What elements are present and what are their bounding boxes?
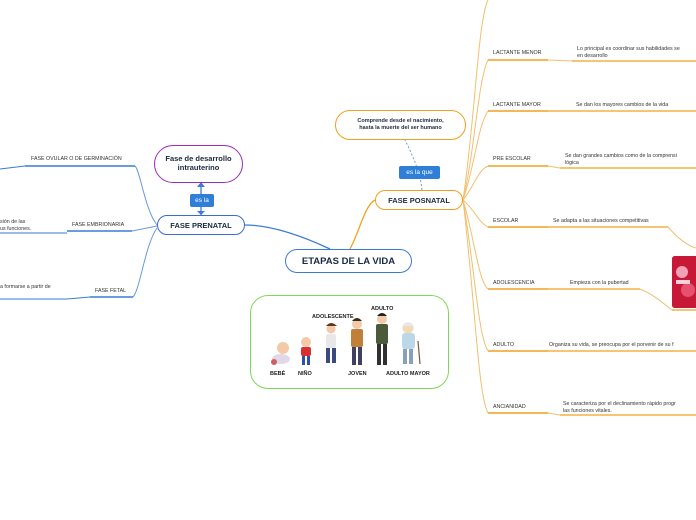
topic-fase-posnatal[interactable]: FASE POSNATAL — [375, 190, 463, 210]
desc-fase-embrionaria: sión de las us funciones. — [0, 219, 32, 232]
desc-lactante-mayor: Se dan los mayores cambios de la vida — [576, 102, 669, 108]
topic-fase-prenatal[interactable]: FASE PRENATAL — [157, 215, 245, 235]
subtopic-fase-fetal[interactable]: FASE FETAL — [95, 288, 127, 294]
adolescence-image[interactable] — [672, 256, 696, 308]
label-adulto: ADULTO — [371, 306, 394, 312]
subtopic-ancianidad[interactable]: ANCIANIDAD — [493, 404, 526, 410]
subtopic-pre-escolar[interactable]: PRE ESCOLAR — [493, 156, 531, 162]
subtopic-adolescencia[interactable]: ADOLESCENCIA — [493, 280, 535, 286]
label-adulto-mayor: ADULTO MAYOR — [386, 371, 430, 377]
subtopic-escolar[interactable]: ESCOLAR — [493, 218, 519, 224]
central-topic[interactable]: ETAPAS DE LA VIDA — [285, 249, 412, 273]
desc-ancianidad: Se caracteriza por el declinamiento rápi… — [563, 401, 676, 414]
desc-adulto: Organiza su vida, se preocupa por el por… — [549, 342, 674, 348]
desc-lactante-menor: Lo principal es coordinar sus habilidade… — [577, 46, 680, 59]
desc-adolescencia: Empieza con la pubertad — [570, 280, 629, 286]
desc-escolar: Se adapta a las situaciones competitivas — [553, 218, 649, 224]
label-nino: NIÑO — [298, 371, 312, 377]
topic-comprende-nacimiento[interactable]: Comprende desde el nacimiento, hasta la … — [335, 110, 466, 140]
label-bebe: BEBÉ — [270, 371, 286, 377]
topic-fase-desarrollo-intrauterino[interactable]: Fase de desarrollo intrauterino — [154, 145, 243, 183]
desc-fase-fetal: a formarse a partir de — [0, 284, 51, 290]
subtopic-lactante-menor[interactable]: LACTANTE MENOR — [493, 50, 542, 56]
subtopic-lactante-mayor[interactable]: LACTANTE MAYOR — [493, 102, 541, 108]
label-joven: JOVEN — [348, 371, 367, 377]
connector-label-es-la[interactable]: es la — [190, 194, 214, 207]
desc-pre-escolar: Se dan grandes cambios como de la compre… — [565, 153, 677, 166]
label-adolescente: ADOLESCENTE — [312, 314, 354, 320]
subtopic-fase-ovular[interactable]: FASE OVULAR O DE GERMINACIÓN — [31, 156, 122, 162]
subtopic-fase-embrionaria[interactable]: FASE EMBRIONARIA — [72, 222, 125, 228]
subtopic-adulto[interactable]: ADULTO — [493, 342, 514, 348]
life-stages-illustration[interactable]: BEBÉ NIÑO ADOLESCENTE JOVEN ADULTO ADULT… — [250, 295, 449, 389]
connector-label-es-la-que[interactable]: es la que — [399, 166, 440, 179]
